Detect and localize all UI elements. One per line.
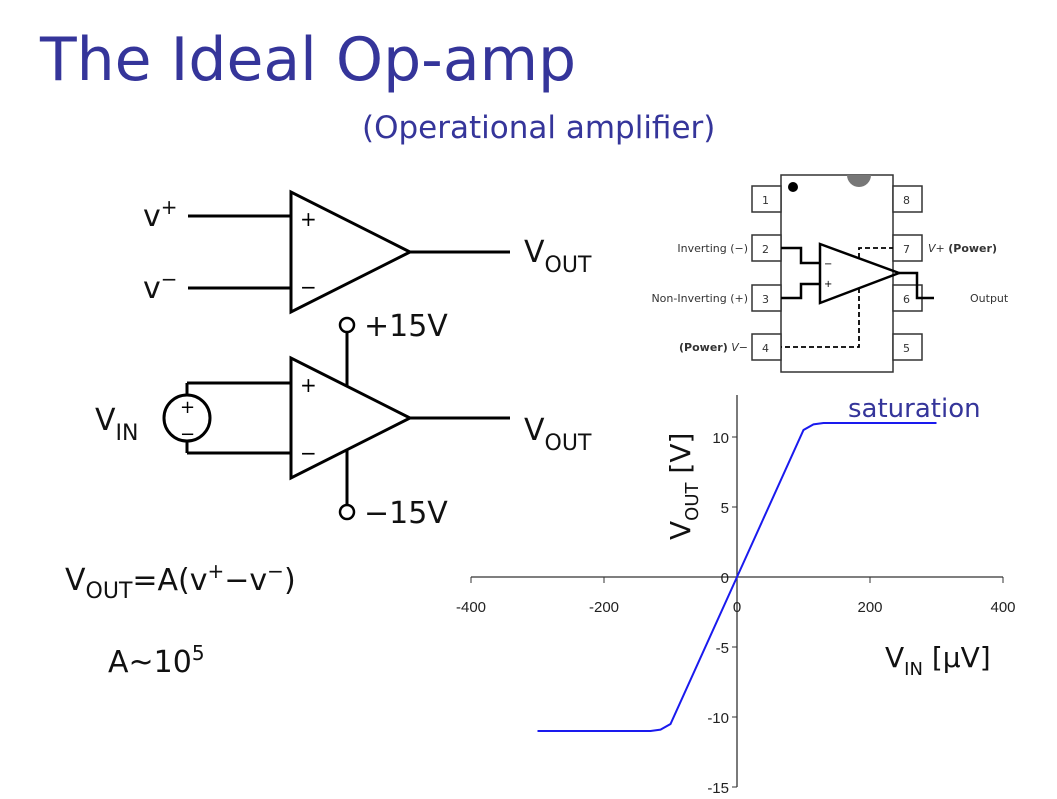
- y-tick-label: -15: [707, 780, 729, 797]
- voltage-source-icon: [162, 393, 212, 443]
- x-axis-label: VIN [μV]: [885, 641, 991, 680]
- supply-positive-label: +15V: [364, 309, 448, 344]
- pin-1: 1: [762, 194, 769, 207]
- inverting-sign: −: [300, 275, 317, 299]
- vin-label: VIN: [95, 403, 138, 446]
- y-tick-label: 10: [712, 430, 729, 447]
- y-tick-label: 0: [721, 570, 729, 587]
- ic-pinout-diagram: 1 2 3 4 5 6 7 8 − + Inverting (−) Non-In…: [651, 174, 1009, 373]
- pin1-dot-icon: [788, 182, 798, 192]
- noninverting-sign-2: +: [300, 373, 317, 397]
- gain-equation: VOUT=A(v+−v−): [65, 559, 296, 604]
- vminus-label: v−: [143, 267, 178, 306]
- x-tick-label: -200: [589, 599, 619, 616]
- pin-3: 3: [762, 293, 769, 306]
- opamp-symbol-2: [185, 316, 510, 521]
- notch-icon: [847, 175, 871, 187]
- label-inverting: Inverting (−): [677, 242, 748, 255]
- pin-8: 8: [903, 194, 910, 207]
- slide-subtitle: (Operational amplifier): [362, 110, 715, 146]
- chip-plus: +: [824, 279, 832, 290]
- gain-value: A~105: [108, 641, 205, 680]
- y-axis-label: VOUT [V]: [664, 433, 703, 540]
- pin-7: 7: [903, 243, 910, 256]
- supply-negative-label: −15V: [364, 496, 448, 531]
- label-power-negative: (Power) V−: [679, 341, 748, 354]
- noninverting-sign: +: [300, 207, 317, 231]
- pin-4: 4: [762, 342, 769, 355]
- chip-minus: −: [824, 259, 832, 270]
- label-power-positive: V+ (Power): [928, 242, 997, 255]
- pin-6: 6: [903, 293, 910, 306]
- x-tick-label: 400: [990, 599, 1015, 616]
- y-tick-label: -5: [716, 640, 729, 657]
- x-tick-label: -400: [456, 599, 486, 616]
- x-tick-label: 0: [733, 599, 741, 616]
- label-output: Output: [970, 292, 1009, 305]
- inverting-sign-2: −: [300, 441, 317, 465]
- y-tick-label: -10: [707, 710, 729, 727]
- transfer-chart: saturation VIN [μV] VOUT [V] -400 -200 0 20…: [456, 394, 1016, 797]
- pin-5: 5: [903, 342, 910, 355]
- opamp-symbol-1: [188, 189, 510, 315]
- vout-label-2: VOUT: [524, 413, 592, 456]
- source-minus: −: [180, 424, 195, 445]
- source-plus: +: [180, 397, 195, 418]
- x-tick-label: 200: [857, 599, 882, 616]
- saturation-annotation: saturation: [848, 394, 981, 424]
- slide-title: The Ideal Op-amp: [39, 25, 576, 95]
- vplus-label: v+: [143, 195, 178, 234]
- label-non-inverting: Non-Inverting (+): [651, 292, 748, 305]
- transfer-curve: [537, 422, 937, 732]
- vout-label-1: VOUT: [524, 235, 592, 278]
- pin-2: 2: [762, 243, 769, 256]
- y-tick-label: 5: [721, 500, 729, 517]
